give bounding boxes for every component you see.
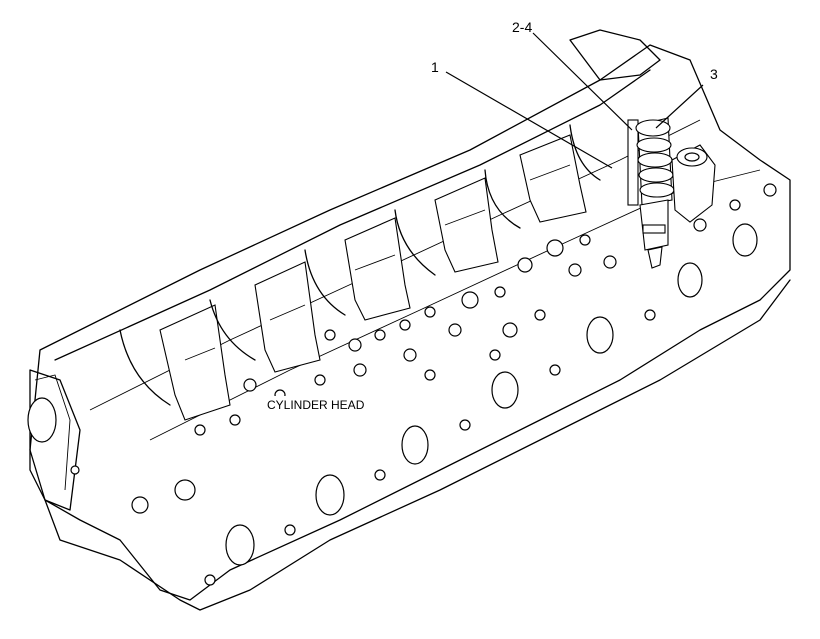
cylinder-head-body xyxy=(29,29,791,611)
side-ports xyxy=(27,223,758,586)
callout-part-3: 3 xyxy=(710,66,718,82)
cylinder-head-label-bg xyxy=(265,396,377,412)
unit-injector xyxy=(627,117,716,269)
rocker-pedestals xyxy=(119,124,601,421)
leader-part-3 xyxy=(655,84,704,129)
callout-part-1: 1 xyxy=(431,59,439,75)
callout-leaders xyxy=(445,32,704,169)
callout-part-2-4: 2-4 xyxy=(512,19,532,35)
cylinder-head-label: CYLINDER HEAD xyxy=(267,398,365,412)
leader-part-1 xyxy=(445,71,613,169)
deck-holes xyxy=(194,183,777,436)
leader-part-2-4 xyxy=(532,32,633,131)
